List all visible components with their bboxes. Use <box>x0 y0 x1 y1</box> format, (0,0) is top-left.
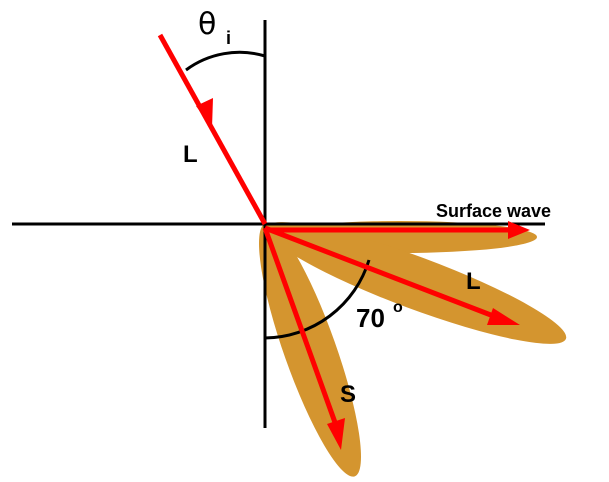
incident-angle-arc <box>185 50 266 72</box>
surface-wave-label: Surface wave <box>436 201 551 221</box>
incident-ray <box>157 33 268 226</box>
surface-wave-arrowhead <box>508 221 530 239</box>
shear-ray <box>262 227 340 429</box>
incident-angle-subscript: i <box>226 28 231 48</box>
angle-value-label: 70 <box>356 303 385 333</box>
refracted-shear-label: S <box>340 381 356 408</box>
incident-ray-arrowhead <box>196 98 213 128</box>
longitudinal-ray <box>264 225 497 320</box>
longitudinal-ray-arrowhead <box>487 308 520 325</box>
angle-degree-mark: o <box>393 299 403 316</box>
refracted-longitudinal-label: L <box>466 268 481 295</box>
incident-angle-symbol: θ <box>198 7 216 42</box>
incident-wave-label: L <box>183 141 198 168</box>
shear-ray-arrowhead <box>327 418 345 450</box>
refraction-angle-arc <box>264 259 371 340</box>
